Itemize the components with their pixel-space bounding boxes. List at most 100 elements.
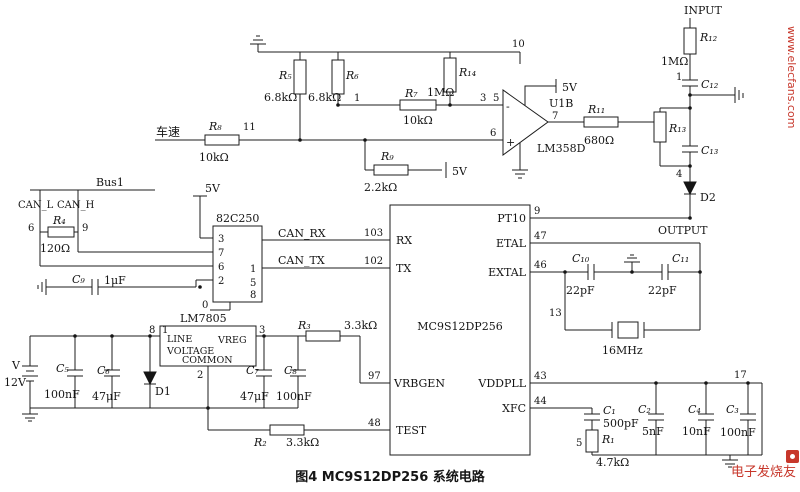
regulator-wires — [22, 335, 390, 431]
c10-value-label: 22pF — [566, 284, 595, 297]
mcu-test-label: TEST — [396, 424, 427, 437]
can-wires — [30, 189, 390, 311]
can-pin2-label: 2 — [218, 276, 224, 287]
c10-ref-label: C₁₀ — [572, 252, 590, 265]
crystal-symbol — [617, 321, 639, 339]
reg-common-label: COMMON — [182, 355, 233, 366]
pin-103-label: 103 — [364, 228, 383, 239]
r3-ref-label: R₃ — [297, 319, 311, 332]
r7-resistor-symbol — [399, 99, 437, 111]
c3-ref-label: C₃ — [726, 403, 739, 416]
regulator-box — [159, 325, 257, 367]
speed-signal-label: 车速 — [156, 124, 180, 139]
reg-pin2-label: 2 — [197, 370, 203, 381]
c13-ref-label: C₁₃ — [701, 144, 718, 157]
r6-ref-label: R₆ — [345, 69, 359, 82]
r1-ref-label: R₁ — [601, 433, 615, 446]
can-rx-label: CAN_RX — [278, 227, 326, 240]
pin-47-label: 47 — [534, 231, 547, 242]
r6-value-label: 6.8kΩ — [308, 91, 341, 104]
r12-ref-label: R₁₂ — [699, 31, 717, 44]
c5-ref-label: C₅ — [56, 362, 69, 375]
r9-supply-label: 5V — [452, 165, 468, 178]
opamp-part-label: LM358D — [537, 142, 586, 155]
reg-vreg-label: VREG — [217, 335, 247, 346]
opamp-unit-label: U1B — [549, 97, 573, 110]
can-transceiver-box — [212, 225, 263, 303]
c2-ref-label: C₂ — [638, 403, 651, 416]
can-l-label: CAN_L — [18, 200, 54, 211]
c1-value-label: 500pF — [603, 417, 639, 430]
pll-wires — [530, 382, 763, 468]
c11-value-label: 22pF — [648, 284, 677, 297]
node1-label: 1 — [354, 93, 360, 104]
r12-resistor-symbol — [683, 27, 697, 55]
r7-ref-label: R₇ — [404, 87, 418, 100]
opamp-plus-label: + — [506, 136, 515, 149]
can-pin1-label: 1 — [250, 264, 256, 275]
junction-dots — [73, 93, 750, 410]
mcu-etal-label: ETAL — [496, 237, 527, 250]
mcu-vrbgen-label: VRBGEN — [393, 377, 445, 390]
opamp-minus-label: - — [506, 100, 510, 113]
diode-symbols — [143, 181, 697, 386]
r9-value-label: 2.2kΩ — [364, 181, 397, 194]
figure-caption: 图4 MC9S12DP256 系统电路 — [295, 469, 486, 485]
mcu-vddpll-label: VDDPLL — [477, 377, 526, 390]
c9-value-label: 1μF — [104, 274, 126, 287]
r5-resistor-symbol — [293, 59, 307, 95]
input-output-wires — [530, 18, 744, 219]
r9-ref-label: R₉ — [380, 150, 394, 163]
pin-102-label: 102 — [364, 256, 383, 267]
r5-value-label: 6.8kΩ — [264, 91, 297, 104]
mcu-box — [389, 204, 531, 456]
r1-pin5-label: 5 — [576, 438, 582, 449]
d1-diode-icon — [143, 371, 157, 386]
pin-48-label: 48 — [368, 418, 381, 429]
c1-ref-label: C₁ — [603, 404, 616, 417]
c5-value-label: 100nF — [44, 388, 80, 401]
reg-pin1-label: 1 — [162, 325, 168, 336]
r2-resistor-symbol — [269, 424, 305, 436]
watermark-brand-text: 电子发烧友 — [731, 464, 796, 480]
mcu-extal-label: EXTAL — [488, 266, 527, 279]
watermark-site-text: www.elecfans.com — [785, 26, 798, 128]
resistor-symbols — [47, 27, 697, 453]
reg-pin8-label: 8 — [149, 325, 155, 336]
c8-ref-label: C₈ — [284, 364, 297, 377]
r1-resistor-symbol — [585, 429, 599, 453]
crystal-freq-label: 16MHz — [602, 344, 643, 357]
r3-value-label: 3.3kΩ — [344, 319, 377, 332]
opamp-pin7-label: 7 — [552, 111, 558, 122]
c6-value-label: 47μF — [92, 390, 121, 403]
opamp-supply-label: 5V — [562, 81, 578, 94]
d1-ref-label: D1 — [155, 385, 171, 398]
input-label: INPUT — [684, 4, 722, 17]
r7-value-label: 10kΩ — [403, 114, 433, 127]
pin-44-label: 44 — [534, 396, 547, 407]
r12-value-label: 1MΩ — [661, 55, 688, 68]
r4-pin9-label: 9 — [82, 223, 88, 234]
r4-resistor-symbol — [47, 226, 75, 238]
reg-pin3-label: 3 — [259, 325, 265, 336]
io-node4-label: 4 — [676, 169, 682, 180]
c2-value-label: 5nF — [642, 425, 664, 438]
c4-ref-label: C₄ — [688, 403, 701, 416]
node11-label: 11 — [243, 122, 256, 133]
rail-pin-label: 10 — [512, 39, 525, 50]
r4-value-label: 120Ω — [40, 242, 70, 255]
r9-resistor-symbol — [373, 164, 409, 176]
can-pin7-label: 7 — [218, 248, 224, 259]
can-pin0-label: 0 — [202, 300, 208, 311]
r3-resistor-symbol — [305, 330, 341, 342]
opamp-pin3-label: 3 — [480, 93, 486, 104]
r2-ref-label: R₂ — [253, 436, 267, 449]
elecfans-logo-icon — [786, 450, 799, 463]
c7-ref-label: C₇ — [246, 364, 259, 377]
output-label: OUTPUT — [658, 224, 708, 237]
opamp-wires — [155, 35, 654, 179]
can-h-label: CAN_H — [57, 200, 95, 211]
battery-v-label: V — [11, 359, 21, 372]
